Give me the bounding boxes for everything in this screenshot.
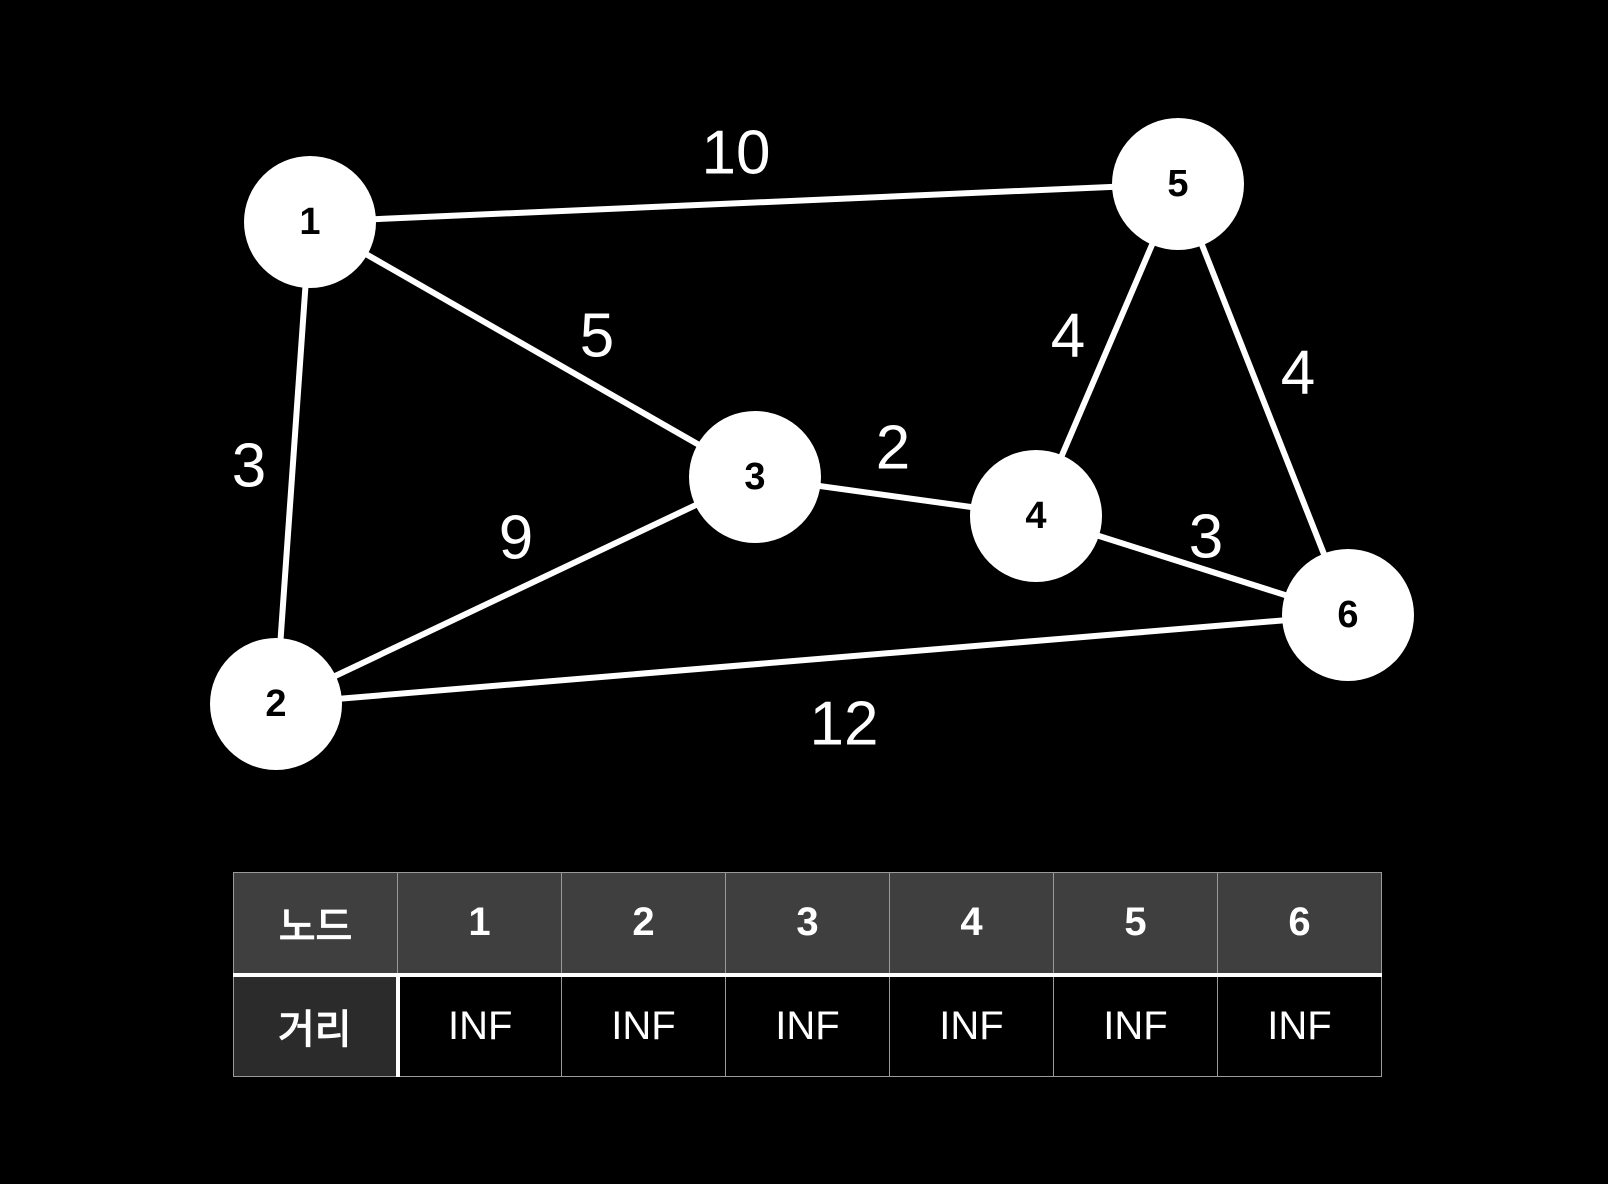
- node-circle: [689, 411, 821, 543]
- node-column-header: 2: [561, 872, 726, 977]
- graph-node-2: 2: [210, 638, 342, 770]
- node-column-header: 1: [397, 872, 562, 977]
- node-circle: [970, 450, 1102, 582]
- node-label: 3: [744, 456, 765, 498]
- distance-cell: INF: [1217, 974, 1382, 1077]
- node-column-header: 5: [1053, 872, 1218, 977]
- edge-1-5: [309, 181, 1179, 225]
- node-column-header: 6: [1217, 872, 1382, 977]
- edge-2-6: [275, 612, 1349, 707]
- edge-1-2: [273, 221, 313, 705]
- node-circle: [244, 156, 376, 288]
- graph-node-4: 4: [970, 450, 1102, 582]
- distance-cell: INF: [725, 974, 890, 1077]
- edge-weight-4-6: 3: [1189, 503, 1223, 572]
- node-label: 6: [1337, 594, 1358, 636]
- edge-5-6: [1175, 182, 1351, 617]
- node-column-header: 3: [725, 872, 890, 977]
- edge-1-3: [308, 219, 757, 480]
- graph-node-1: 1: [244, 156, 376, 288]
- edge-weight-5-6: 4: [1281, 339, 1315, 408]
- distance-cell: INF: [561, 974, 726, 1077]
- graph-node-3: 3: [689, 411, 821, 543]
- edge-weight-1-3: 5: [580, 302, 614, 371]
- edge-weight-1-2: 3: [232, 432, 266, 501]
- distance-cell: INF: [397, 974, 562, 1077]
- node-label: 5: [1167, 163, 1188, 205]
- node-circle: [1112, 118, 1244, 250]
- edge-2-3: [274, 474, 757, 707]
- edge-weight-2-3: 9: [499, 504, 533, 573]
- edge-weight-4-5: 4: [1051, 302, 1085, 371]
- node-row-header: 노드: [233, 872, 398, 977]
- node-label: 4: [1025, 495, 1046, 537]
- node-circle: [1282, 549, 1414, 681]
- table-header-row: 노드 1 2 3 4 5 6: [233, 872, 1382, 977]
- edge-weight-3-4: 2: [876, 414, 910, 483]
- node-circle: [210, 638, 342, 770]
- edge-weight-1-5: 10: [702, 119, 771, 188]
- graph-node-5: 5: [1112, 118, 1244, 250]
- distance-row-header: 거리: [233, 974, 400, 1077]
- distance-row: 거리 INF INF INF INF INF INF: [233, 974, 1382, 1077]
- distance-table: 노드 1 2 3 4 5 6 거리 INF INF INF INF INF IN…: [233, 872, 1382, 1077]
- node-label: 2: [265, 683, 286, 725]
- distance-cell: INF: [1053, 974, 1218, 1077]
- distance-cell: INF: [889, 974, 1054, 1077]
- node-label: 1: [299, 201, 320, 243]
- node-column-header: 4: [889, 872, 1054, 977]
- graph-node-6: 6: [1282, 549, 1414, 681]
- edge-weight-2-6: 12: [810, 690, 879, 759]
